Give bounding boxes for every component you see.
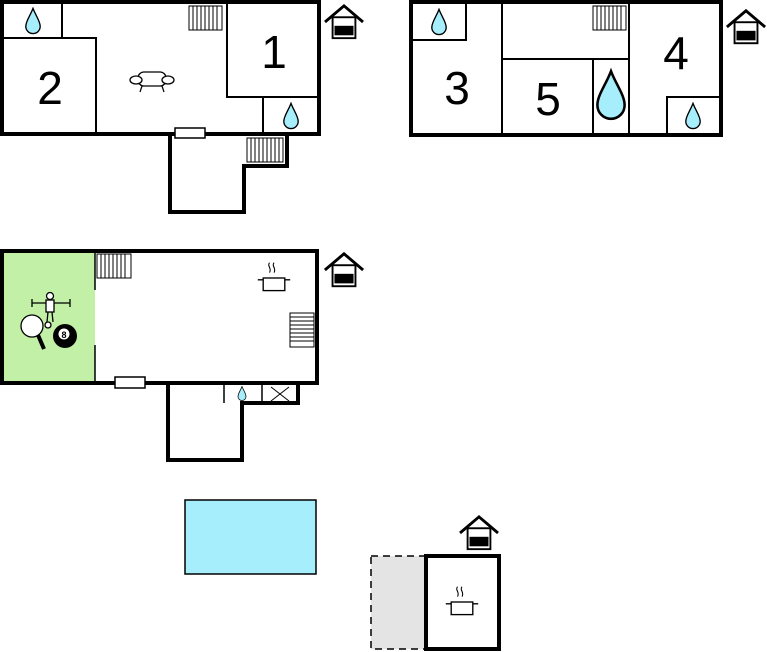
bath-wall	[411, 2, 467, 41]
water-drop-icon	[237, 386, 247, 401]
annex-wall	[166, 383, 300, 462]
house-entrance-icon	[323, 4, 365, 40]
sofa-icon	[129, 71, 175, 93]
cooking-pot-icon	[445, 586, 479, 616]
water-drop-icon	[595, 69, 627, 121]
floor-plan-annex	[370, 515, 501, 651]
house-entrance-icon	[458, 515, 500, 551]
outer-wall	[0, 249, 319, 385]
game-room	[3, 251, 95, 383]
room-1-wall	[226, 2, 319, 98]
room-number-3: 3	[444, 62, 470, 114]
floor-plan-middle: 8	[0, 249, 365, 462]
stairs-icon	[289, 312, 315, 348]
stairs-icon	[246, 137, 284, 163]
room-number-1: 1	[261, 26, 287, 78]
table-football-icon	[31, 291, 71, 323]
billiard-ball-icon: 8	[53, 324, 77, 348]
outer-wall	[424, 554, 501, 651]
water-drop-icon	[25, 7, 41, 35]
door-icon	[174, 127, 206, 139]
water-drop-icon	[685, 102, 701, 130]
cooking-pot-icon	[257, 262, 291, 292]
billiard-ball-label: 8	[61, 330, 66, 340]
pool	[184, 499, 317, 575]
bath-wall	[666, 96, 721, 135]
stairs-icon	[96, 253, 132, 279]
stairs-icon	[188, 5, 223, 31]
room-number-4: 4	[663, 27, 689, 79]
outer-wall	[409, 0, 723, 137]
water-drop-icon	[283, 102, 299, 130]
room-number-5: 5	[535, 73, 561, 125]
floor-plan-top-left: 2 1	[0, 0, 365, 214]
room-number-2: 2	[37, 62, 63, 114]
stairs-icon	[592, 5, 627, 31]
house-entrance-icon	[725, 8, 767, 46]
floor-plan-top-right: 3 5 4	[409, 0, 767, 137]
outer-wall	[0, 0, 321, 136]
door-icon	[114, 376, 146, 389]
house-entrance-icon	[323, 252, 365, 288]
bath-wall	[2, 2, 63, 39]
terrace	[370, 555, 427, 650]
utility-cross-icon	[270, 386, 290, 402]
table-tennis-icon	[20, 314, 52, 350]
water-drop-icon	[431, 8, 447, 36]
annex-wall	[168, 134, 289, 214]
